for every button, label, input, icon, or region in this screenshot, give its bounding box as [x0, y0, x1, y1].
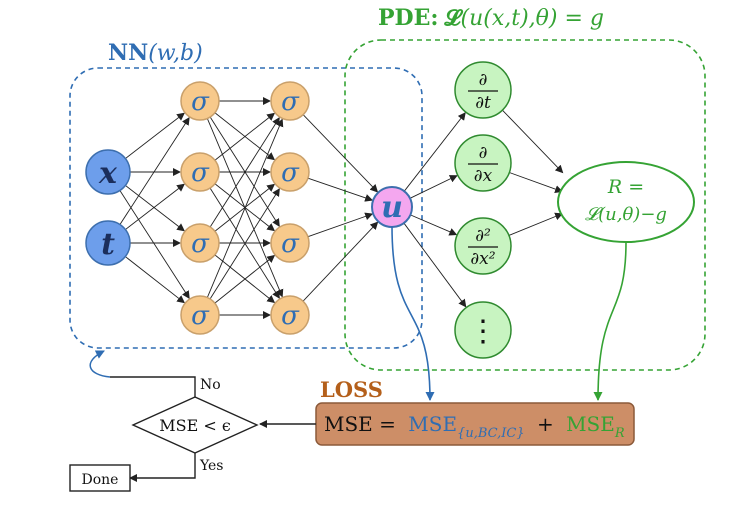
yes-branch-arrow — [129, 453, 196, 482]
mse-equation: MSE = MSE{u,BC,IC} + MSER — [324, 412, 625, 442]
edge-output-derivative — [410, 214, 458, 236]
edge-input-hidden1 — [125, 183, 185, 230]
edge-input-hidden1 — [119, 116, 190, 225]
derivative-denominator: ∂x² — [470, 249, 495, 269]
edge-derivative-residual — [508, 212, 564, 236]
output-node-u: u — [371, 186, 413, 228]
derivative-ellipsis: ⋮ — [468, 314, 498, 349]
network-edges — [119, 97, 564, 319]
edge-hidden1-hidden2 — [209, 188, 280, 300]
edge-derivative-residual — [509, 172, 564, 193]
edge-hidden1-hidden2 — [214, 112, 276, 161]
edge-hidden2-output — [307, 212, 374, 238]
sigma-node: σ — [180, 295, 220, 335]
sigma-node: σ — [180, 223, 220, 263]
sigma-label: σ — [281, 87, 300, 117]
pde-dashed-box — [344, 39, 706, 371]
no-label: No — [200, 377, 221, 393]
no-branch-arrow — [89, 350, 111, 378]
derivative-denominator: ∂t — [475, 93, 491, 113]
nn-dashed-box — [69, 67, 423, 349]
edge-output-derivative — [409, 175, 458, 199]
pde-title: PDE:𝓛(u(x,t),θ) = g — [378, 5, 604, 31]
edge-input-hidden1 — [125, 112, 185, 159]
input-label: t — [101, 227, 115, 262]
sigma-label: σ — [281, 301, 300, 331]
yes-label: Yes — [199, 458, 224, 474]
edge-input-hidden1 — [125, 185, 185, 232]
edge-hidden1-hidden2 — [214, 183, 276, 232]
done-box — [69, 464, 131, 492]
residual-line2: 𝓛(u,θ)−g — [585, 204, 667, 225]
edge-hidden2-output — [302, 114, 379, 193]
sigma-node: σ — [270, 152, 310, 192]
residual-line1: R = — [607, 176, 644, 198]
no-branch-line — [110, 376, 196, 397]
edge-derivative-residual — [502, 109, 564, 174]
derivative-numerator: ∂² — [475, 226, 491, 246]
sigma-node: σ — [270, 295, 310, 335]
edge-output-derivative — [403, 112, 466, 192]
done-label: Done — [82, 472, 119, 488]
derivative-numerator: ∂ — [479, 143, 488, 163]
input-label: x — [98, 156, 118, 191]
edge-hidden1-hidden2 — [206, 118, 284, 298]
derivative-numerator: ∂ — [479, 70, 488, 90]
sigma-label: σ — [191, 229, 210, 259]
sigma-node: σ — [180, 152, 220, 192]
sigma-label: σ — [191, 301, 210, 331]
derivative-denominator: ∂x — [474, 166, 493, 186]
residual-to-loss-arrow — [593, 241, 627, 401]
edge-hidden1-hidden2 — [214, 254, 276, 304]
decision-condition: MSE < ϵ — [159, 416, 231, 435]
input-node-x: x — [85, 149, 131, 195]
edge-input-hidden1 — [125, 256, 186, 304]
network-nodes: x t σ σ σ σ σ σ σ σ u ∂ ∂t ∂ ∂x ∂² ∂x² ⋮ — [85, 61, 512, 359]
derivative-node: ∂ ∂t — [454, 61, 512, 119]
sigma-node: σ — [270, 223, 310, 263]
sigma-label: σ — [281, 158, 300, 188]
sigma-node: σ — [180, 81, 220, 121]
sigma-label: σ — [191, 87, 210, 117]
output-label: u — [381, 190, 403, 225]
sigma-node: σ — [270, 81, 310, 121]
edge-input-hidden1 — [119, 190, 190, 300]
edge-hidden1-hidden2 — [214, 112, 276, 161]
edge-hidden2-output — [307, 177, 374, 202]
input-node-t: t — [85, 220, 131, 266]
residual-node — [557, 161, 695, 243]
nn-title: NN(w,b) — [108, 40, 203, 66]
sigma-label: σ — [281, 229, 300, 259]
derivative-node: ∂ ∂x — [454, 134, 512, 192]
edge-hidden1-hidden2 — [209, 117, 280, 228]
edge-hidden1-hidden2 — [214, 254, 276, 304]
edge-output-derivative — [403, 222, 467, 308]
u-to-loss-arrow — [391, 225, 435, 401]
sigma-label: σ — [191, 158, 210, 188]
edge-hidden2-output — [302, 221, 379, 302]
loss-title: LOSS — [320, 377, 383, 402]
derivative-node: ⋮ — [454, 301, 512, 359]
derivative-node: ∂² ∂x² — [454, 217, 512, 275]
